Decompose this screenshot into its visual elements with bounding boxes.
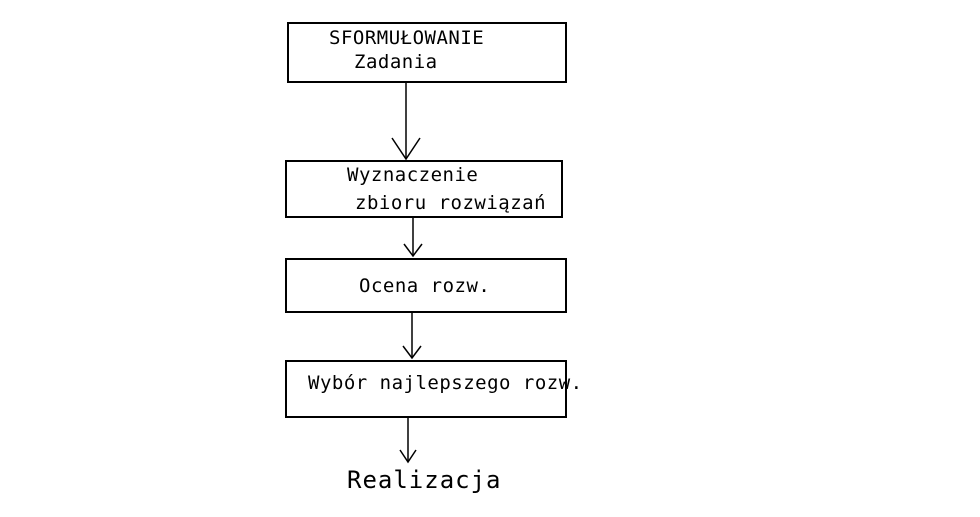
node-text-line: Ocena rozw. <box>359 275 491 297</box>
arrow-down-connector-3 <box>402 313 422 360</box>
node-realizacja-label: Realizacja <box>347 466 502 494</box>
node-text-line: SFORMUŁOWANIE <box>329 27 485 49</box>
node-text-line: Wybór najlepszego rozw. <box>308 372 583 394</box>
node-text-line: zbioru rozwiązań <box>355 192 547 214</box>
node-wyznaczenie-zbioru-rozwiazan: Wyznaczenie zbioru rozwiązań <box>285 160 563 218</box>
node-wybor-najlepszego-rozwiazania: Wybór najlepszego rozw. <box>285 360 582 418</box>
node-sformulowanie-zadania: SFORMUŁOWANIE Zadania <box>287 22 567 83</box>
node-text-line: Zadania <box>354 51 438 73</box>
arrow-down-connector-1 <box>391 83 421 161</box>
node-ocena-rozwiazan: Ocena rozw. <box>285 258 567 313</box>
arrow-down-connector-4 <box>399 418 417 464</box>
arrow-down-connector-2 <box>403 218 423 258</box>
node-text-line: Wyznaczenie <box>347 164 479 186</box>
